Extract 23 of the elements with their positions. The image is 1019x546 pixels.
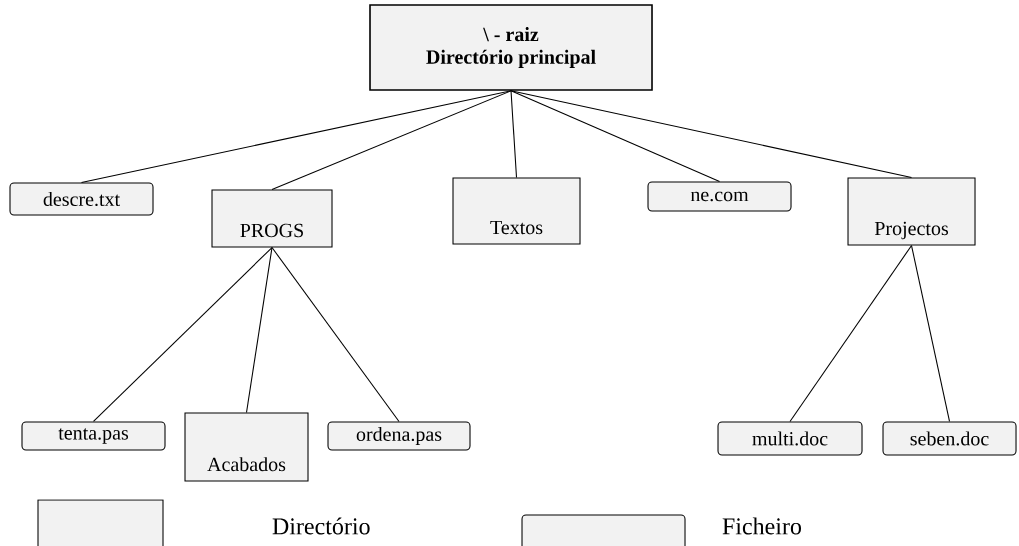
file-box: seben.doc <box>882 421 1017 456</box>
legend-label: Directório <box>272 517 370 535</box>
connector-line <box>510 90 913 178</box>
file-box: ordena.pas <box>327 421 471 451</box>
file-box: multi.doc <box>717 421 863 456</box>
directory-box: PROGS <box>211 189 333 248</box>
file-box: descre.txt <box>9 182 154 216</box>
directory-box: Textos <box>452 177 581 245</box>
file-box: tenta.pas <box>21 421 166 451</box>
directory-box: Projectos <box>847 177 976 246</box>
directory-box: Acabados <box>184 412 309 482</box>
connector-line <box>510 90 721 182</box>
legend-label: Ficheiro <box>722 517 801 535</box>
connector-line <box>92 247 273 422</box>
connector-line <box>80 90 512 183</box>
connector-line <box>271 247 400 422</box>
connector-line <box>510 90 518 178</box>
connector-line <box>245 247 273 413</box>
file-box: ne.com <box>647 181 792 212</box>
connector-line <box>910 245 951 422</box>
connector-line <box>789 245 913 422</box>
connector-line <box>271 90 512 190</box>
root-directory-box: \ - raiz Directório principal <box>369 4 653 91</box>
